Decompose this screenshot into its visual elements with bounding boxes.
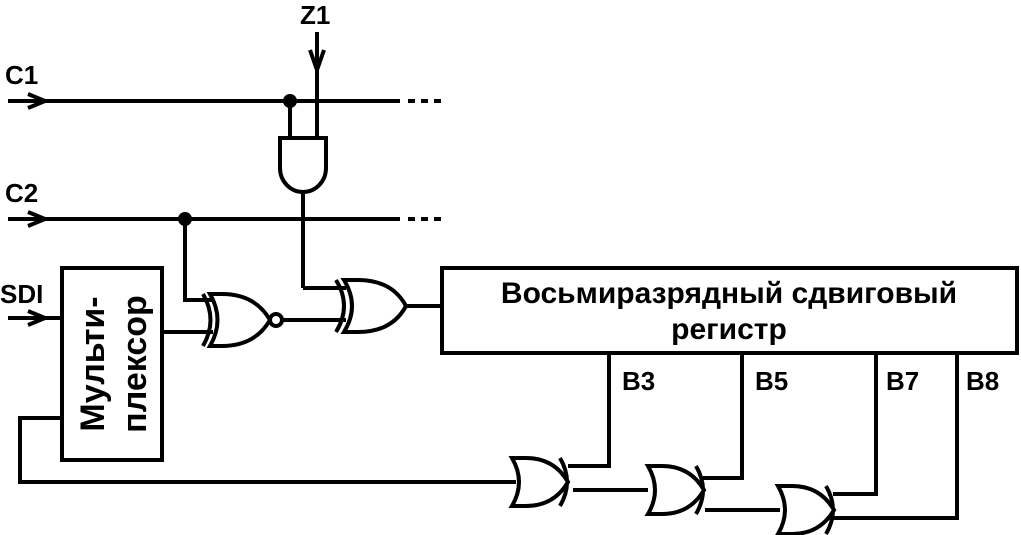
z1-label: Z1 bbox=[300, 0, 330, 30]
shift-register-line1: Восьмиразрядный сдвиговый bbox=[501, 277, 957, 310]
and-gate bbox=[278, 101, 346, 290]
c1-label: C1 bbox=[5, 60, 38, 90]
xor-gate-feedback-3 bbox=[705, 484, 837, 535]
sdi-wire bbox=[8, 309, 62, 327]
c2-label: C2 bbox=[5, 178, 38, 208]
tap-b5-wire bbox=[703, 353, 744, 480]
tap-b8-wire bbox=[833, 353, 959, 520]
xor-gate-feedback-1 bbox=[508, 456, 571, 508]
tap-b3-label: B3 bbox=[622, 366, 655, 396]
tap-b3-wire bbox=[568, 353, 611, 468]
tap-b5-label: B5 bbox=[755, 366, 788, 396]
feedback-wire bbox=[18, 416, 516, 484]
xnor-gate bbox=[162, 219, 346, 348]
c2-wire bbox=[8, 210, 442, 228]
z1-wire bbox=[308, 32, 326, 140]
xor-gate-input bbox=[334, 278, 442, 334]
tap-b7-label: B7 bbox=[886, 366, 919, 396]
sdi-label: SDI bbox=[0, 279, 43, 309]
multiplexer-line2: плексор bbox=[116, 295, 154, 433]
c1-wire bbox=[8, 92, 442, 110]
shift-register-box bbox=[440, 266, 1019, 355]
tap-b8-label: B8 bbox=[966, 366, 999, 396]
xor-gate-feedback-2 bbox=[573, 464, 707, 516]
multiplexer-line1: Мульти- bbox=[74, 296, 112, 431]
shift-register-line2: регистр bbox=[671, 313, 787, 346]
multiplexer-label: Мульти- плексор bbox=[74, 295, 154, 433]
multiplexer-box bbox=[60, 266, 164, 462]
tap-b7-wire bbox=[833, 353, 878, 496]
